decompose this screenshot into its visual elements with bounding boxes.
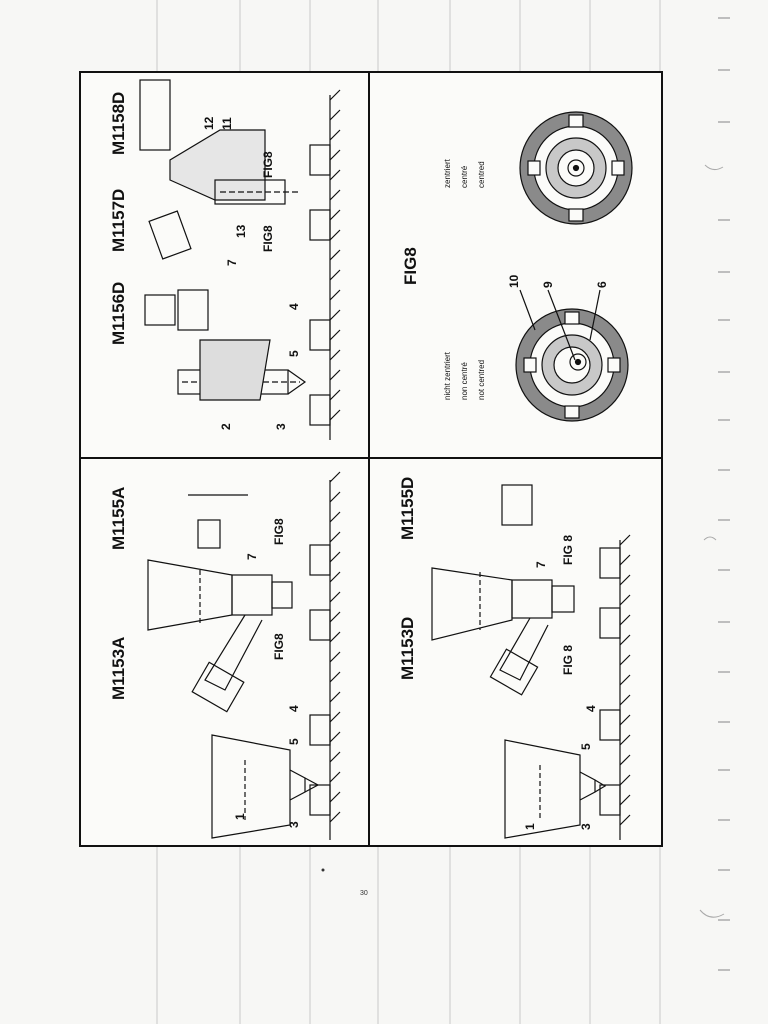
callout-4-bottom: 4	[584, 705, 598, 712]
panel-top-left: M1153A M1155A	[109, 471, 341, 840]
callout-1: 1	[233, 813, 247, 820]
fig8-reference-lower: FIG8	[272, 633, 286, 660]
callout-7-right: 7	[225, 259, 239, 266]
callout-5: 5	[287, 738, 301, 745]
centred-en: centred	[477, 161, 486, 188]
model-label-m1156d: M1156D	[109, 282, 128, 345]
angle-spindle-bottom	[431, 484, 575, 696]
model-label-m1158d: M1158D	[109, 92, 128, 155]
not-centred-fr: non centré	[460, 362, 469, 400]
callout-5-bottom: 5	[579, 743, 593, 750]
model-label-m1153d: M1153D	[398, 617, 417, 680]
table-fixture	[309, 471, 341, 840]
callout-6: 6	[595, 281, 609, 288]
callout-9: 9	[541, 281, 555, 288]
fig8-reference-bottom-lower: FIG 8	[561, 645, 575, 675]
panel-top-right: M1156D M1157D M1158D	[109, 79, 341, 440]
centred-fr: centré	[460, 165, 469, 188]
callout-3: 3	[287, 821, 301, 828]
model-label-m1153a: M1153A	[109, 637, 128, 700]
callout-3-right: 3	[274, 423, 288, 430]
callout-7-bottom: 7	[534, 561, 548, 568]
model-label-m1155d: M1155D	[398, 477, 417, 540]
panel-bottom-left: M1153D M1155D	[398, 477, 631, 840]
page-number: 30	[360, 890, 368, 897]
fig8-title: FIG8	[401, 247, 420, 285]
fig8-reference-right-upper: FIG8	[261, 151, 275, 178]
table-fixture-right	[309, 89, 341, 440]
callout-13: 13	[234, 224, 248, 238]
callout-10: 10	[507, 274, 521, 288]
callout-7: 7	[245, 553, 259, 560]
callout-12: 12	[202, 116, 216, 130]
panel-bottom-right: FIG8 nicht zentriert non centré not cent…	[401, 111, 633, 422]
callout-4-right: 4	[287, 303, 301, 310]
angle-spindle	[147, 494, 293, 713]
model-label-m1157d: M1157D	[109, 189, 128, 252]
table-fixture-bottom	[599, 534, 631, 840]
not-centred-de: nicht zentriert	[443, 351, 452, 400]
centred-diagram	[519, 111, 633, 225]
fig8-reference-upper: FIG8	[272, 518, 286, 545]
callout-2: 2	[219, 423, 233, 430]
non-centred-diagram	[515, 289, 629, 422]
fig8-reference-bottom-upper: FIG 8	[561, 535, 575, 565]
spindle-illustration-bottom	[504, 739, 607, 839]
callout-3-bottom: 3	[579, 823, 593, 830]
callout-4: 4	[287, 705, 301, 712]
model-label-m1155a: M1155A	[109, 487, 128, 550]
centred-de: zentriert	[443, 158, 452, 188]
angle-head-right	[139, 79, 300, 260]
callout-1-bottom: 1	[523, 823, 537, 830]
fig8-reference-right-lower: FIG8	[261, 225, 275, 252]
callout-11: 11	[220, 117, 234, 130]
not-centred-en: not centred	[477, 360, 486, 400]
callout-5-right: 5	[287, 350, 301, 357]
spindle-illustration-right	[144, 289, 307, 401]
